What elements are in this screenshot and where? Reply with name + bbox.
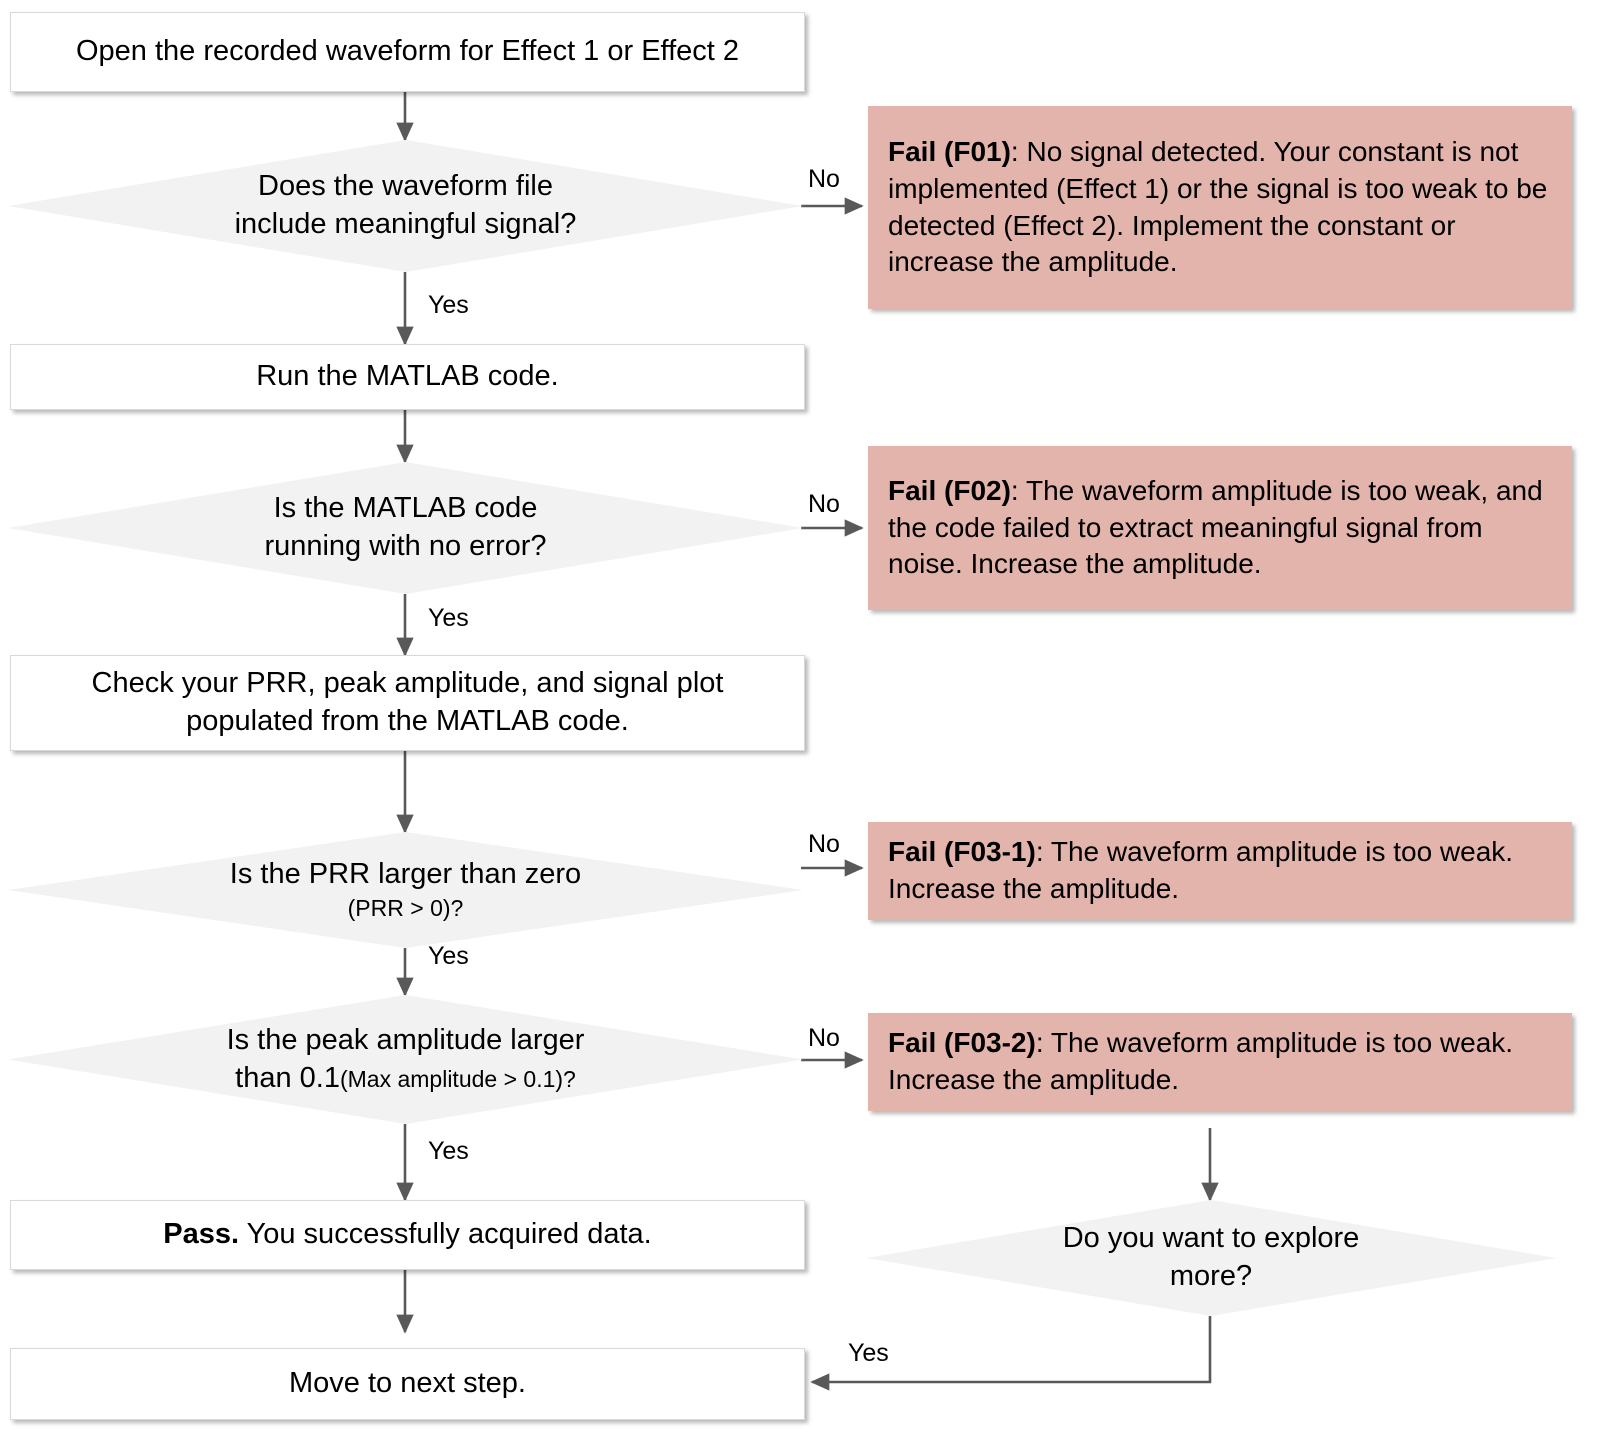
fail-box-f03-2-body: : The waveform amplitude is too weak. In… — [888, 1027, 1514, 1095]
node-check-prr-peak-plot-line2: populated from the MATLAB code. — [186, 705, 629, 737]
edge-label-d2-yes: Yes — [428, 604, 469, 632]
edge-label-d4-no: No — [808, 1024, 840, 1052]
node-check-prr-peak-plot[interactable]: Check your PRR, peak amplitude, and sign… — [10, 655, 805, 751]
node-check-prr-peak-plot-line1: Check your PRR, peak amplitude, and sign… — [91, 667, 724, 700]
fail-box-f01[interactable]: Fail (F01): No signal detected. Your con… — [868, 106, 1572, 309]
fail-box-f03-2-code: Fail (F03-2) — [888, 1027, 1036, 1059]
edge-label-d3-yes: Yes — [428, 942, 469, 970]
node-move-to-next-step-label: Move to next step. — [289, 1367, 526, 1400]
edge-label-d3-no: No — [808, 830, 840, 858]
node-pass-acquired-data[interactable]: Pass. You successfully acquired data. — [10, 1200, 805, 1270]
fail-box-f02-code: Fail (F02) — [888, 474, 1011, 506]
decision-peak-amplitude-gt-point-one[interactable]: Is the peak amplitude larger than 0.1(Ma… — [8, 995, 803, 1124]
edge-label-d1-yes: Yes — [428, 291, 469, 319]
node-open-waveform-label: Open the recorded waveform for Effect 1 … — [75, 35, 740, 68]
fail-box-f03-1[interactable]: Fail (F03-1): The waveform amplitude is … — [868, 822, 1572, 920]
fail-box-f01-code: Fail (F01) — [888, 135, 1011, 167]
fail-box-f01-body: : No signal detected. Your constant is n… — [888, 135, 1548, 278]
edge-label-d5-yes: Yes — [848, 1339, 889, 1367]
node-open-waveform[interactable]: Open the recorded waveform for Effect 1 … — [10, 12, 805, 92]
decision-waveform-has-signal[interactable]: Does the waveform file include meaningfu… — [8, 140, 803, 272]
edge-label-d4-yes: Yes — [428, 1137, 469, 1165]
edge-label-d2-no: No — [808, 490, 840, 518]
diamond-shape — [8, 462, 803, 594]
diamond-shape — [866, 1200, 1556, 1316]
diamond-shape — [8, 995, 803, 1124]
fail-box-f03-1-body: : The waveform amplitude is too weak. In… — [888, 836, 1514, 904]
fail-box-f02-body: : The waveform amplitude is too weak, an… — [888, 474, 1543, 580]
decision-explore-more[interactable]: Do you want to explore more? — [866, 1200, 1556, 1316]
node-move-to-next-step[interactable]: Move to next step. — [10, 1348, 805, 1420]
node-run-matlab-code-label: Run the MATLAB code. — [256, 360, 559, 393]
fail-box-f02[interactable]: Fail (F02): The waveform amplitude is to… — [868, 446, 1572, 610]
diamond-shape — [8, 832, 803, 948]
node-pass-body: You successfully acquired data. — [239, 1218, 652, 1251]
diamond-shape — [8, 140, 803, 272]
node-run-matlab-code[interactable]: Run the MATLAB code. — [10, 344, 805, 410]
decision-prr-greater-than-zero[interactable]: Is the PRR larger than zero (PRR > 0)? — [8, 832, 803, 948]
edge-label-d1-no: No — [808, 165, 840, 193]
fail-box-f03-1-code: Fail (F03-1) — [888, 836, 1036, 868]
node-pass-label: Pass. — [163, 1218, 240, 1251]
decision-matlab-runs-no-error[interactable]: Is the MATLAB code running with no error… — [8, 462, 803, 594]
fail-box-f03-2[interactable]: Fail (F03-2): The waveform amplitude is … — [868, 1013, 1572, 1111]
